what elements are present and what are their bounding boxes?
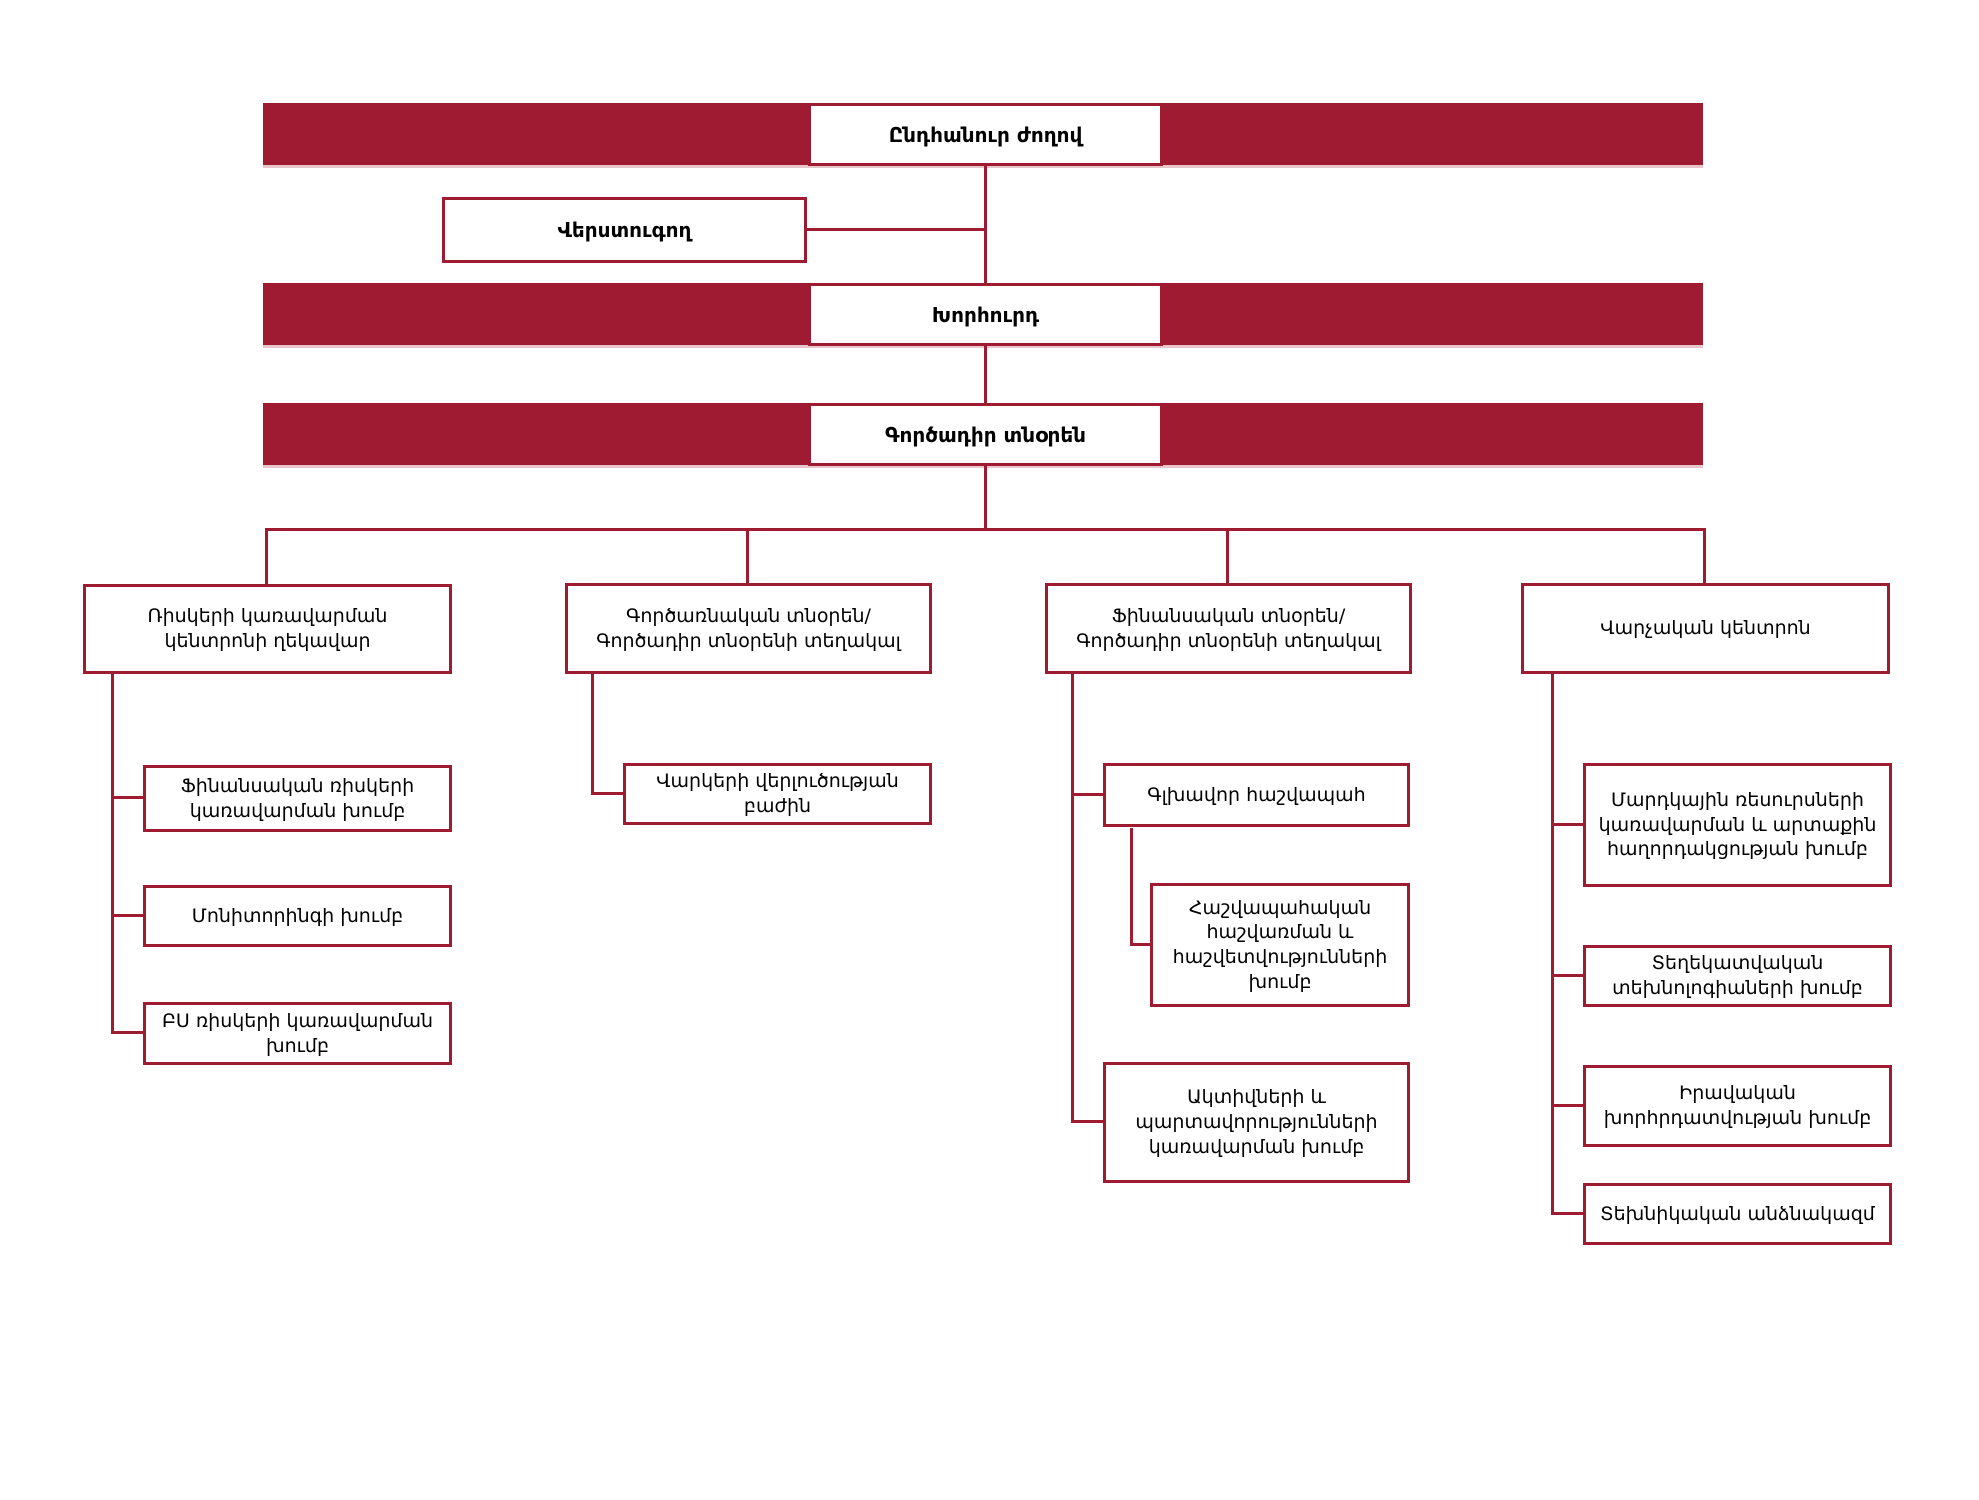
node-auditor: Վերստուգող [442, 197, 807, 263]
connector-line [111, 914, 143, 917]
node-chief-accountant: Գլխավոր հաշվապահ [1103, 763, 1410, 827]
node-branch-financial-director: Ֆինանսական տնօրեն/ Գործադիր տնօրենի տեղա… [1045, 583, 1412, 674]
connector-line [265, 528, 1706, 531]
node-loan-analysis-division: Վարկերի վերլուծության բաժին [623, 763, 932, 825]
node-board: Խորհուրդ [808, 283, 1163, 346]
node-label: Մոնիտորինգի խումբ [191, 904, 404, 927]
connector-line [984, 346, 987, 403]
node-label: Վարկերի վերլուծության բաժին [656, 770, 899, 817]
node-label: Ընդհանուր ժողով [888, 122, 1083, 147]
connector-line [1551, 1104, 1583, 1107]
node-label: Ֆինանսական տնօրեն/ Գործադիր տնօրենի տեղա… [1076, 604, 1381, 652]
connector-line [1071, 793, 1103, 796]
node-label: Վարչական կենտրոն [1600, 617, 1811, 640]
node-label: Ֆինանսական ռիսկերի կառավարման խումբ [180, 774, 415, 822]
connector-line [1071, 674, 1074, 1123]
node-financial-risk-management-group: Ֆինանսական ռիսկերի կառավարման խումբ [143, 765, 452, 832]
node-label: Մարդկային ռեսուրսների կառավարման և արտաք… [1598, 788, 1877, 861]
node-label: ԲՍ ռիսկերի կառավարման խումբ [161, 1009, 434, 1057]
node-technical-staff: Տեխնիկական անձնակազմ [1583, 1183, 1892, 1245]
node-branch-risk-center-head: Ռիսկերի կառավարման կենտրոնի ղեկավար [83, 584, 452, 674]
connector-line [805, 228, 985, 231]
node-label: Հաշվապահական հաշվառման և հաշվետվությունն… [1172, 896, 1388, 993]
node-label: Տեխնիկական անձնակազմ [1600, 1202, 1875, 1225]
connector-line [1703, 528, 1706, 583]
node-label: Ռիսկերի կառավարման կենտրոնի ղեկավար [147, 605, 388, 652]
node-information-technologies-group: Տեղեկատվական տեխնոլոգիաների խումբ [1583, 945, 1892, 1007]
connector-line [111, 1031, 143, 1034]
connector-line [111, 674, 114, 1034]
node-label: Ակտիվների և պարտավորությունների կառավարմ… [1135, 1086, 1378, 1158]
connector-line [984, 466, 987, 530]
connector-line [1551, 1212, 1583, 1215]
connector-line [111, 796, 143, 799]
node-accounting-and-reports-group: Հաշվապահական հաշվառման և հաշվետվությունն… [1150, 883, 1410, 1007]
connector-line [591, 792, 623, 795]
node-general-assembly: Ընդհանուր ժողով [808, 103, 1163, 166]
node-label: Գլխավոր հաշվապահ [1147, 783, 1366, 806]
node-label: Խորհուրդ [931, 302, 1040, 327]
node-branch-administrative-center: Վարչական կենտրոն [1521, 583, 1890, 674]
connector-line [1551, 823, 1583, 826]
node-executive-director: Գործադիր տնօրեն [808, 403, 1163, 466]
node-legal-advisory-group: Իրավական խորհրդատվության խումբ [1583, 1065, 1892, 1147]
connector-line [1226, 528, 1229, 583]
node-hr-and-external-communications-group: Մարդկային ռեսուրսների կառավարման և արտաք… [1583, 763, 1892, 887]
connector-line [1130, 943, 1150, 946]
node-bs-risk-management-group: ԲՍ ռիսկերի կառավարման խումբ [143, 1002, 452, 1065]
node-label: Վերստուգող [557, 218, 692, 242]
node-branch-operational-director: Գործառնական տնօրեն/ Գործադիր տնօրենի տեղ… [565, 583, 932, 674]
node-label: Իրավական խորհրդատվության խումբ [1603, 1082, 1872, 1129]
connector-line [984, 166, 987, 283]
connector-line [1551, 674, 1554, 1215]
connector-line [1551, 974, 1583, 977]
connector-line [591, 674, 594, 795]
connector-line [746, 528, 749, 583]
node-label: Գործադիր տնօրեն [884, 422, 1087, 447]
node-label: Տեղեկատվական տեխնոլոգիաների խումբ [1612, 952, 1863, 999]
connector-line [265, 528, 268, 584]
connector-line [1130, 828, 1133, 946]
node-monitoring-group: Մոնիտորինգի խումբ [143, 885, 452, 947]
connector-line [1071, 1120, 1103, 1123]
node-assets-liabilities-management-group: Ակտիվների և պարտավորությունների կառավարմ… [1103, 1062, 1410, 1183]
node-label: Գործառնական տնօրեն/ Գործադիր տնօրենի տեղ… [596, 604, 901, 652]
